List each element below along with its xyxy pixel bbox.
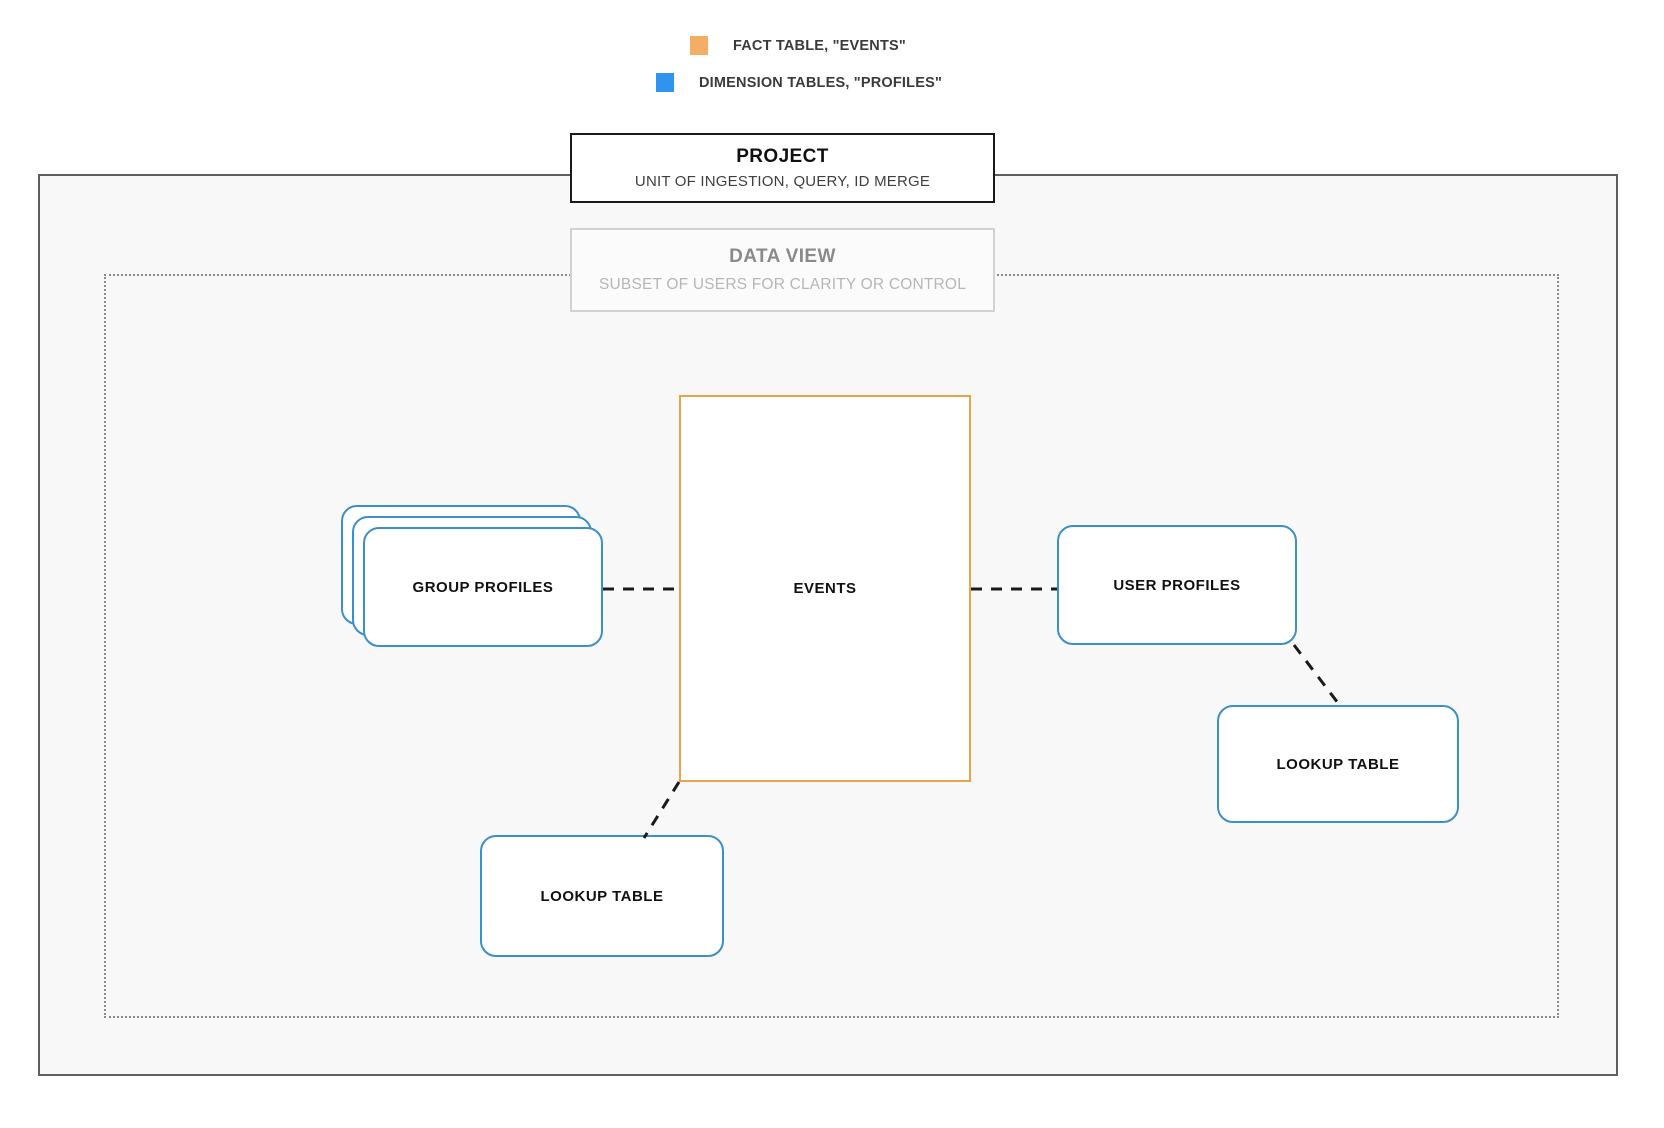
legend-swatch-orange [690, 36, 708, 55]
data-view-header-box: DATA VIEW SUBSET OF USERS FOR CLARITY OR… [570, 228, 995, 312]
node-lookup-table-left-label: LOOKUP TABLE [540, 887, 664, 905]
project-title: PROJECT [736, 145, 829, 167]
legend-label-fact-table: FACT TABLE, "EVENTS" [733, 37, 906, 54]
node-user-profiles[interactable]: USER PROFILES [1057, 525, 1297, 645]
node-events-label: EVENTS [793, 580, 857, 597]
node-group-profiles[interactable]: GROUP PROFILES [363, 527, 603, 647]
node-user-profiles-label: USER PROFILES [1113, 576, 1241, 594]
node-lookup-table-right[interactable]: LOOKUP TABLE [1217, 705, 1459, 823]
node-events[interactable]: EVENTS [679, 395, 971, 782]
legend-swatch-blue [656, 73, 674, 92]
node-group-profiles-label: GROUP PROFILES [412, 578, 554, 596]
project-subtitle: UNIT OF INGESTION, QUERY, ID MERGE [634, 172, 931, 190]
legend-item-fact-table: FACT TABLE, "EVENTS" [690, 36, 906, 55]
project-header-box: PROJECT UNIT OF INGESTION, QUERY, ID MER… [570, 133, 995, 203]
legend-label-dimension-tables: DIMENSION TABLES, "PROFILES" [699, 74, 943, 91]
data-view-title: DATA VIEW [729, 246, 836, 268]
node-lookup-table-left[interactable]: LOOKUP TABLE [480, 835, 724, 957]
data-view-subtitle: SUBSET OF USERS FOR CLARITY OR CONTROL [598, 275, 967, 293]
legend-item-dimension-tables: DIMENSION TABLES, "PROFILES" [656, 73, 942, 92]
node-lookup-table-right-label: LOOKUP TABLE [1276, 755, 1400, 773]
